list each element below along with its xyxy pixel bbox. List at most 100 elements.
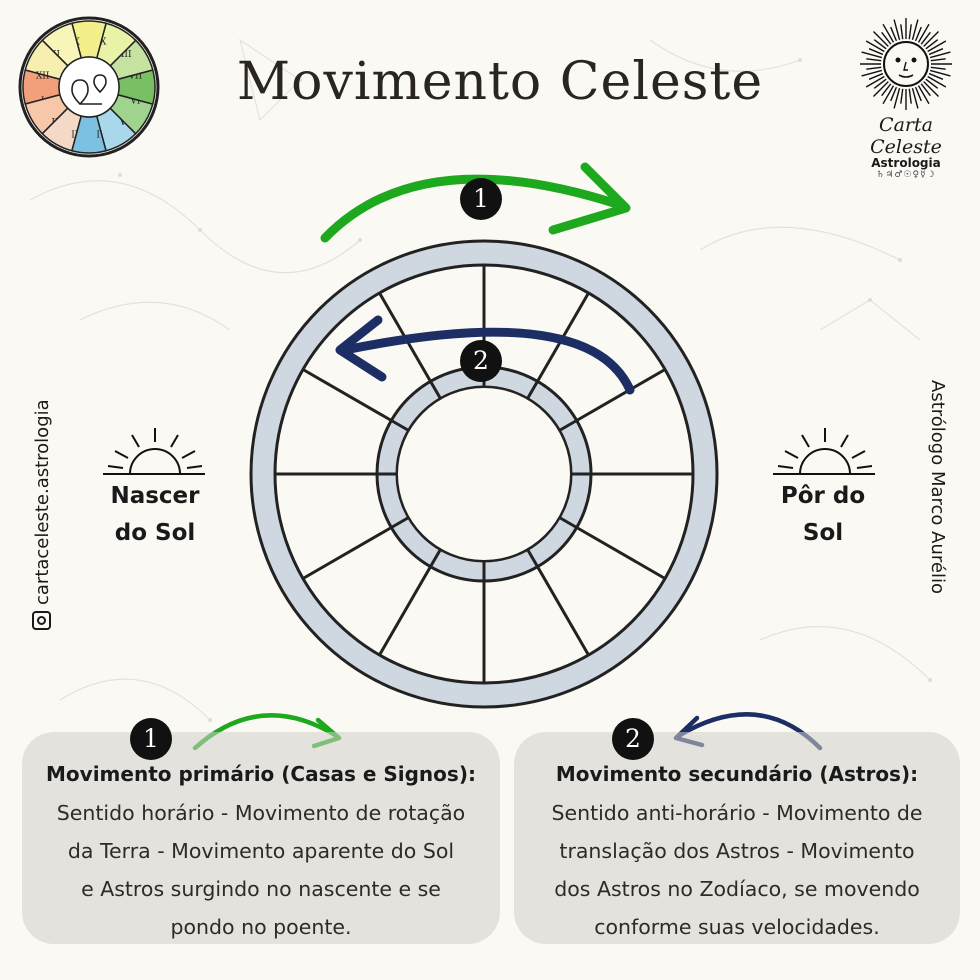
primary-card-line: pondo no poente. [170, 915, 352, 939]
sun-ray [920, 83, 931, 97]
sun-ray [925, 78, 939, 89]
arrow1-badge: 1 [460, 178, 502, 220]
sun-ray [920, 31, 931, 45]
brand-logo: Carta Celeste Astrologia ♄♃♂☉♀☿☽ [848, 16, 964, 180]
sun-ray [866, 58, 882, 62]
sun-ray [866, 66, 882, 70]
sun-ray [911, 87, 919, 109]
sun-ray [868, 72, 884, 80]
sun-ray [930, 66, 946, 70]
house-cusp-line [575, 526, 666, 580]
house-cusp-line [575, 368, 666, 422]
page-title: Movimento Celeste [236, 52, 764, 112]
primary-card-line: e Astros surgindo no nascente e se [81, 877, 441, 901]
sun-ray [893, 19, 901, 41]
sun-ray [908, 24, 912, 40]
logo-glyphs: ♄♃♂☉♀☿☽ [876, 170, 936, 180]
inner-cusp-line [390, 516, 410, 529]
secondary-card-line: dos Astros no Zodíaco, se movendo [554, 877, 920, 901]
inner-cusp-line [526, 380, 539, 400]
house-numeral: XII [36, 72, 50, 82]
house-wheel-rim [18, 16, 160, 158]
sun-ray [925, 39, 939, 50]
sun-ray [928, 72, 944, 80]
sun-ray [929, 51, 951, 59]
primary-motion-card: Movimento primário (Casas e Signos): Sen… [22, 732, 500, 944]
primary-card-body: Sentido horário - Movimento de rotação d… [36, 794, 486, 946]
sun-ray [917, 23, 930, 43]
sun-ray [923, 81, 940, 98]
sun-ray [927, 75, 947, 88]
sun-ray [861, 51, 883, 59]
sun-ray [865, 75, 885, 88]
location-pins-icon [71, 74, 107, 106]
logo-name: Carta Celeste [870, 114, 942, 158]
house-numeral: VI [129, 96, 140, 106]
logo-subtitle: Astrologia [871, 156, 941, 170]
inner-cusp-line [429, 380, 442, 400]
primary-motion-arrow [320, 162, 631, 243]
sun-ray [882, 85, 895, 105]
sun-face-icon [860, 18, 952, 110]
sunset-icon [773, 428, 875, 475]
sun-ray [900, 24, 904, 40]
sun-ray [928, 48, 944, 56]
inner-cusp-line [390, 419, 410, 432]
primary-card-line: da Terra - Movimento aparente do Sol [67, 839, 455, 863]
house-numeral: IX [96, 38, 107, 48]
inner-cusp-line [526, 548, 539, 568]
sun-ray [900, 88, 904, 104]
inner-cusp-line [558, 516, 578, 529]
secondary-card-heading: Movimento secundário (Astros): [555, 762, 919, 786]
house-cusp-line [536, 565, 590, 656]
house-numeral: V [119, 118, 127, 128]
secondary-card-line: conforme suas velocidades. [594, 915, 880, 939]
primary-card-heading: Movimento primário (Casas e Signos): [46, 762, 476, 786]
house-wheel-icon: IIIIIIIVVVIVIIVIIIIXXXIXII [18, 16, 160, 158]
sunset-label-line1: Pôr do [780, 483, 866, 509]
secondary-card-line: translação dos Astros - Movimento [559, 839, 915, 863]
sun-ray [872, 81, 889, 98]
sun-ray [868, 48, 884, 56]
sun-ray [861, 69, 883, 77]
sun-ray [873, 39, 887, 50]
sun-ray [873, 78, 887, 89]
house-numeral: VII [128, 72, 143, 82]
sunrise-label: Nascer do Sol [90, 478, 220, 552]
sun-ray [927, 40, 947, 53]
sun-ray [890, 26, 898, 42]
sun-ray [865, 40, 885, 53]
sun-ray [917, 85, 930, 105]
sun-ray [872, 30, 889, 47]
center-disc [398, 388, 570, 560]
sun-ray [908, 88, 912, 104]
sun-ray [882, 23, 895, 43]
sunrise-icon [103, 428, 205, 475]
secondary-card-line: Sentido anti-horário - Movimento de [551, 801, 923, 825]
sunset-label: Pôr do Sol [758, 478, 888, 552]
primary-card-line: Sentido horário - Movimento de rotação [56, 801, 466, 825]
sunrise-label-line2: do Sol [114, 520, 196, 546]
inner-cusp-line [429, 548, 442, 568]
house-cusp-line [302, 526, 393, 580]
sun-ray [893, 87, 901, 109]
sun-ray [881, 83, 892, 97]
inner-cusp-line [558, 419, 578, 432]
sunset-label-line2: Sol [802, 520, 844, 546]
sun-ray [890, 86, 898, 102]
house-wheel-center [58, 56, 120, 118]
sun-ray [923, 30, 940, 47]
sun-ray [930, 58, 946, 62]
secondary-motion-arrow [335, 315, 635, 395]
card2-badge: 2 [612, 718, 654, 760]
sun-ray [914, 86, 922, 102]
sun-ray [914, 26, 922, 42]
house-cusp-line [302, 368, 393, 422]
secondary-motion-card: Movimento secundário (Astros): Sentido a… [514, 732, 960, 944]
secondary-card-body: Sentido anti-horário - Movimento de tran… [528, 794, 946, 946]
house-cusp-line [378, 565, 432, 656]
sunrise-label-line1: Nascer [110, 483, 200, 509]
